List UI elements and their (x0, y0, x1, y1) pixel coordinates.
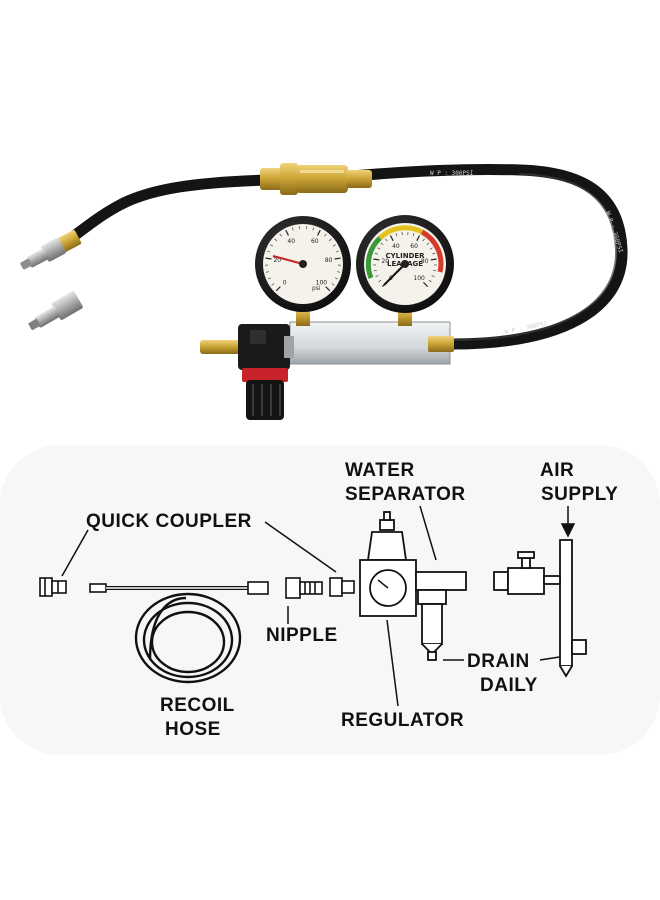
leader-lines (61, 505, 576, 707)
pressure-gauge: 0 20 40 60 80 100 psi (255, 216, 351, 312)
gauge-tick (429, 247, 433, 250)
air-regulator (200, 324, 294, 420)
spark-plug-adapter (28, 291, 83, 331)
gauge-tick (377, 247, 381, 250)
label-hose: HOSE (165, 719, 221, 740)
gauge-tick (267, 250, 271, 253)
gauge-tick (324, 233, 327, 237)
gauge-tick (325, 286, 331, 292)
gauge-tick (265, 257, 272, 260)
gauge-numeral: 80 (421, 258, 429, 265)
gauge-numeral: 20 (273, 257, 281, 264)
gauge-numeral: 100 (413, 275, 425, 282)
gauge-tick (274, 238, 277, 242)
gauge-tick (416, 235, 421, 242)
gauge-tick (380, 242, 384, 246)
label-supply: SUPPLY (541, 484, 618, 505)
gauge-tick (335, 250, 339, 253)
quick-coupler-fitting (260, 163, 372, 195)
gauge-tick (268, 277, 271, 280)
label-regulator: REGULATOR (341, 710, 464, 731)
gauge-tick (431, 275, 435, 277)
gauge-tick (334, 257, 341, 260)
gauge-tick (412, 233, 415, 237)
gauge-tick (292, 227, 294, 231)
gauge-numeral: 20 (381, 258, 389, 265)
gauge-tick (265, 271, 269, 273)
gauge-tick (433, 270, 437, 272)
gauge-tick (426, 242, 430, 246)
gauge-tick (329, 238, 332, 242)
label-recoil: RECOIL (160, 695, 235, 716)
label-air: AIR (540, 460, 574, 481)
gauge-tick (316, 229, 321, 236)
hose-left (60, 174, 274, 248)
gauge-numeral: 100 (316, 279, 328, 286)
gauge-tick (385, 238, 388, 242)
product-photo: W P : 300PSI W P : 300PSI W P : 300PSI (20, 163, 628, 420)
gauge-tick (432, 252, 436, 255)
manifold-block (289, 321, 451, 365)
gauge-tick (422, 238, 425, 242)
diagram-quick-coupler (39, 577, 67, 597)
gauge-numeral: 0 (283, 279, 287, 286)
gauge-tick (279, 233, 282, 237)
gauge-tick (422, 281, 429, 288)
gauge-tick (373, 258, 380, 261)
gauge-tick (271, 283, 275, 286)
left-gauge-units: psi (312, 285, 321, 292)
gauge-tick (337, 271, 341, 273)
gauge-tick (378, 280, 382, 283)
diagram-recoil-hose (89, 581, 269, 684)
diagram-air-supply (493, 539, 587, 678)
gauge-tick (335, 277, 338, 280)
label-drain: DRAIN (467, 651, 530, 672)
gauge-numeral: 80 (325, 257, 333, 264)
label-separator: SEPARATOR (345, 484, 466, 505)
gauge-tick (430, 258, 437, 261)
gauge-tick (285, 229, 290, 236)
gauge-tick (275, 286, 281, 292)
hose-marking: W P : 300PSI (430, 170, 474, 177)
gauge-tick (428, 280, 432, 283)
hose-main (346, 163, 628, 350)
label-nipple: NIPPLE (266, 625, 338, 646)
parts-diagram: WATER SEPARATOR AIR SUPPLY QUICK COUPLER… (0, 445, 660, 755)
gauge-tick (374, 252, 378, 255)
gauge-tick (312, 227, 314, 231)
gauge-numeral: 60 (311, 238, 319, 245)
gauge-numeral: 60 (410, 243, 418, 250)
diagram-regulator-separator (359, 511, 467, 661)
gauge-tick (270, 244, 274, 247)
leakage-gauge-title-1: CYLINDER (385, 252, 425, 260)
label-daily: DAILY (480, 675, 538, 696)
hose-end-fitting (20, 230, 82, 270)
gauge-numeral: 40 (287, 238, 295, 245)
gauge-tick (389, 235, 394, 242)
gauge-numeral: 40 (392, 243, 400, 250)
label-water: WATER (345, 460, 415, 481)
gauge-tick (395, 233, 398, 237)
diagram-inlet-coupler (329, 577, 355, 597)
diagram-nipple (285, 577, 323, 599)
gauge-tick (375, 275, 379, 277)
label-quick-coupler: QUICK COUPLER (86, 511, 252, 532)
gauge-tick (332, 244, 336, 247)
gauge-tick (331, 283, 335, 286)
gauge-tick (373, 270, 377, 272)
